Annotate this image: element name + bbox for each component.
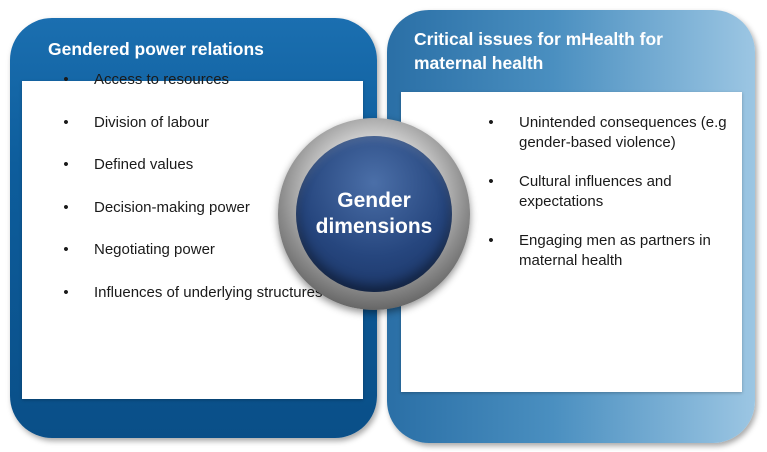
list-item: • Cultural influences and expectations xyxy=(481,172,731,212)
right-panel-title: Critical issues for mHealth for maternal… xyxy=(414,29,663,73)
list-item: • Unintended consequences (e.g gender-bas… xyxy=(481,113,731,153)
list-item: • Negotiating power xyxy=(56,240,326,260)
list-item: • Decision-making power xyxy=(56,198,326,218)
center-circle xyxy=(296,136,452,292)
list-item: • Engaging men as partners in maternal he… xyxy=(481,231,731,271)
bullet-icon: • xyxy=(63,198,69,216)
list-item-text: Unintended consequences (e.g gender-base… xyxy=(519,114,727,151)
list-item-text: Engaging men as partners in maternal hea… xyxy=(519,232,711,269)
list-item-text: Cultural influences and expectations xyxy=(519,173,672,210)
bullet-icon: • xyxy=(488,114,494,131)
list-item: • Division of labour xyxy=(56,113,326,133)
right-bullet-list: • Unintended consequences (e.g gender-bas… xyxy=(481,113,731,290)
center-label-line-2: dimensions xyxy=(315,215,433,238)
list-item-text: Negotiating power xyxy=(94,241,215,258)
bullet-icon: • xyxy=(63,283,69,301)
bullet-icon: • xyxy=(488,173,494,190)
bullet-icon: • xyxy=(63,156,69,173)
list-item-text: Decision-making power xyxy=(94,198,250,216)
bullet-icon: • xyxy=(63,113,69,131)
list-item-text: Defined values xyxy=(94,156,194,173)
center-label-line-1: Gender xyxy=(337,189,411,212)
list-item: • Access to resources xyxy=(56,70,326,90)
center-label: Gender dimensions xyxy=(296,136,452,292)
bullet-icon: • xyxy=(63,71,69,88)
bullet-icon: • xyxy=(488,232,494,249)
list-item-text: Access to resources xyxy=(94,71,230,88)
list-item-text: Division of labour xyxy=(94,113,210,131)
list-item: • Defined values xyxy=(56,155,326,175)
bullet-icon: • xyxy=(63,241,69,258)
left-panel-title: Gendered power relations xyxy=(48,39,264,59)
list-item-text: Influences of underlying structures xyxy=(94,283,323,301)
left-bullet-list: • Access to resources • Division of labour… xyxy=(56,70,326,325)
list-item: • Influences of underlying structures xyxy=(56,283,326,303)
